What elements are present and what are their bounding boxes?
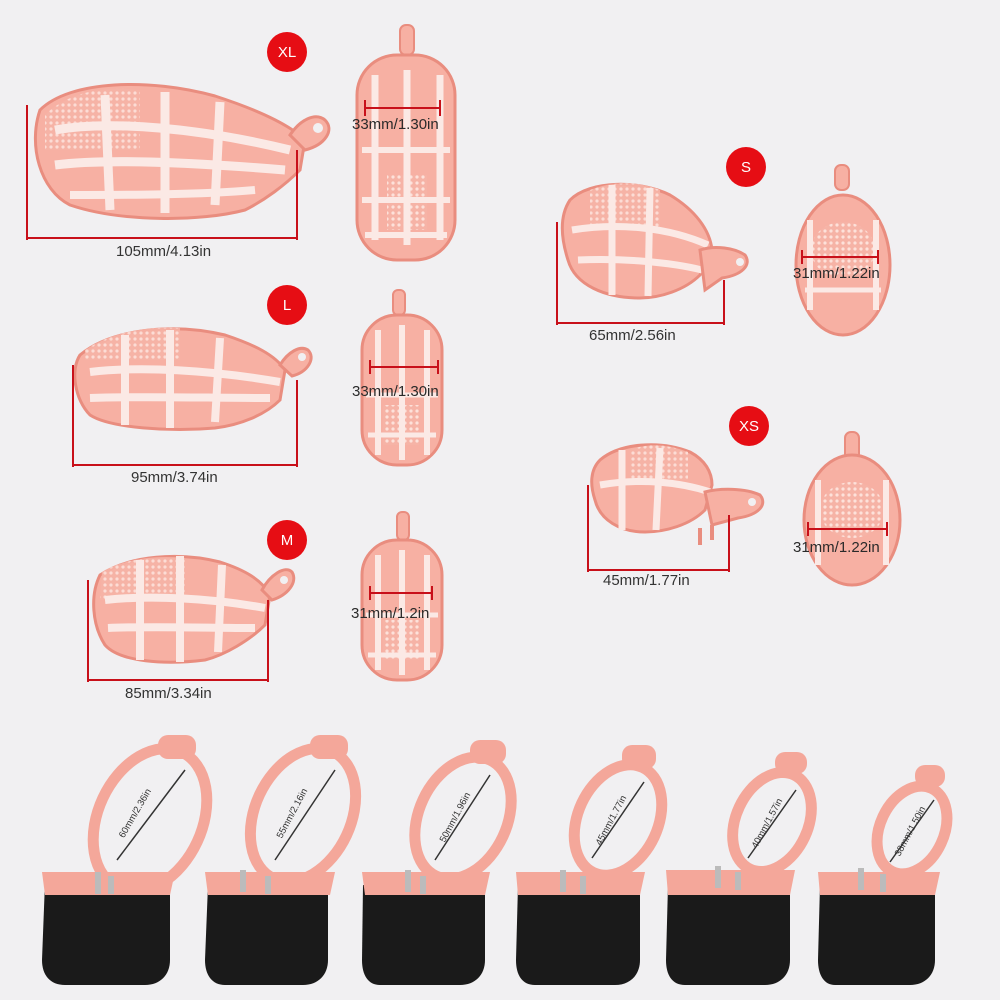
cage-side-xl [33,83,331,220]
base-ring-3 [362,740,517,985]
width-label-xl: 33mm/1.30in [352,116,439,133]
base-ring-1 [42,735,213,985]
cage-front-m [360,511,444,682]
base-ring-5 [666,752,817,985]
base-ring-2 [205,735,362,985]
width-label-xs: 31mm/1.22in [793,539,880,556]
length-label-xs: 45mm/1.77in [603,572,690,589]
size-badge-l: L [267,285,307,325]
width-label-m: 31mm/1.2in [351,605,430,622]
base-ring-4 [516,745,668,985]
width-label-s: 31mm/1.22in [793,265,880,282]
length-label-s: 65mm/2.56in [589,327,676,344]
cage-front-l [360,289,444,467]
width-label-l: 33mm/1.30in [352,383,439,400]
cage-front-s [794,164,892,337]
cage-front-xl [355,24,457,262]
length-label-l: 95mm/3.74in [131,469,218,486]
cage-front-xs [802,431,902,587]
cage-side-m [92,554,296,664]
base-ring-6 [818,765,953,985]
size-badge-m: M [267,520,307,560]
cage-side-s [560,182,749,300]
cage-side-l [73,327,313,431]
size-badge-xs: XS [729,406,769,446]
cage-side-xs [590,443,765,545]
length-label-m: 85mm/3.34in [125,685,212,702]
size-badge-xl: XL [267,32,307,72]
length-label-xl: 105mm/4.13in [116,243,212,260]
size-badge-s: S [726,147,766,187]
